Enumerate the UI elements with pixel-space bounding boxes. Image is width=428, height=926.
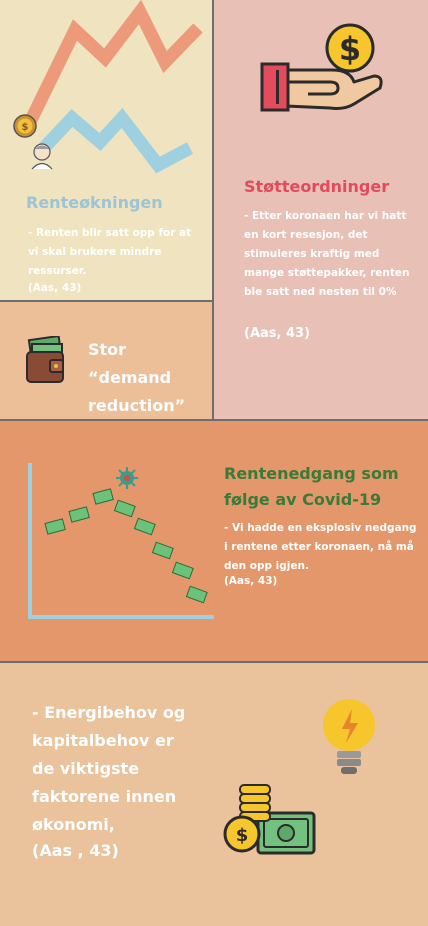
line-chart-icon xyxy=(24,0,203,174)
panel-demand-reduction: Stor “demand reduction” xyxy=(0,302,214,421)
hand-coin-icon: $ xyxy=(260,23,383,112)
panel5-source: (Aas , 43) xyxy=(32,841,119,860)
dollar-sign: $ xyxy=(339,30,361,68)
panel5-body: - Energibehov og kapitalbehov er de vikt… xyxy=(32,703,186,834)
virus-icon xyxy=(116,467,138,489)
panel1-source: (Aas, 43) xyxy=(28,282,82,294)
coins-stack-icon: $ xyxy=(223,784,316,855)
money-chart xyxy=(28,463,214,619)
panel4-title: Rentenedgang som følge av Covid-19 xyxy=(224,464,399,509)
panel-energibehov: - Energibehov og kapitalbehov er de vikt… xyxy=(0,663,428,926)
wallet-icon xyxy=(26,336,64,383)
panel4-source: (Aas, 43) xyxy=(224,575,278,587)
panel3-text: Stor “demand reduction” xyxy=(88,340,186,415)
panel4-body: - Vi hadde en eksplosiv nedgang i renten… xyxy=(224,522,417,572)
coin-icon: $ xyxy=(13,114,37,138)
person-icon xyxy=(31,143,53,170)
money-icon xyxy=(44,488,208,604)
panel2-source: (Aas, 43) xyxy=(244,326,311,341)
svg-text:$: $ xyxy=(22,122,29,133)
coin-dollar-sign: $ xyxy=(236,825,249,846)
panel1-title: Renteøkningen xyxy=(26,193,163,212)
panel-rente-okning: $ Renteøkningen - Renten blir satt opp f… xyxy=(0,0,214,302)
lightbulb-icon xyxy=(323,699,375,774)
panel-rentenedgang: Rentenedgang som følge av Covid-19 - Vi … xyxy=(0,421,428,663)
panel2-title: Støtteordninger xyxy=(244,177,390,196)
panel-stotteordninger: $ Støtteordninger - Etter koronaen har v… xyxy=(214,0,428,421)
panel2-body: - Etter koronaen har vi hatt en kort res… xyxy=(244,210,410,298)
panel1-body: - Renten blir satt opp for at vi skal br… xyxy=(28,227,192,277)
